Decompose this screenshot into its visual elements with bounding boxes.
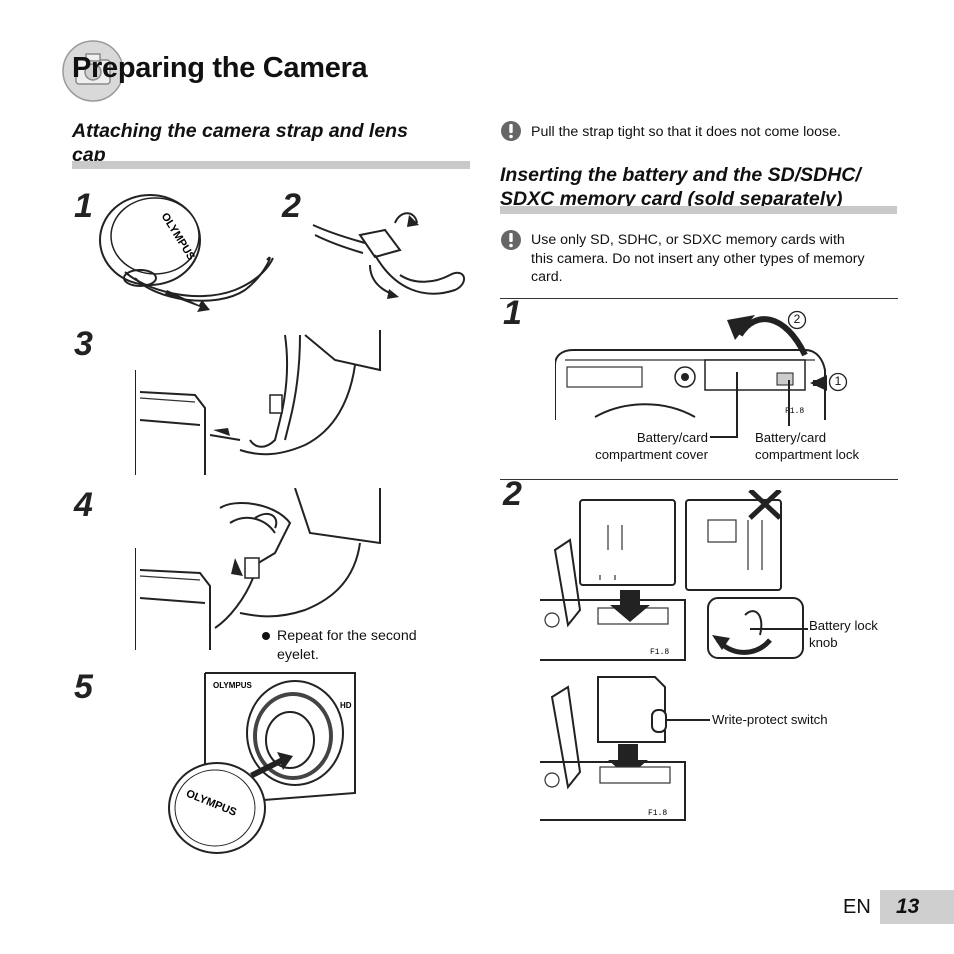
label-line: knob (809, 635, 838, 650)
caution-icon (501, 230, 521, 250)
lock-label: Battery/card compartment lock (755, 429, 895, 463)
heading-rule (500, 206, 897, 214)
bullet-dot (262, 632, 270, 640)
lens-cap-attach-illustration: OLYMPUS HD OLYMPUS (168, 672, 356, 854)
language-code: EN (843, 896, 871, 918)
heading-rule (72, 161, 470, 169)
leader-line (788, 380, 790, 426)
caution-icon (501, 121, 521, 141)
heading-line: cap (72, 144, 106, 166)
battery-insert-illustration: F1.8 (540, 490, 804, 661)
camera-section-icon (62, 40, 124, 102)
label-line: compartment cover (595, 447, 708, 462)
note-line: eyelet. (277, 646, 319, 663)
step-number: 2 (282, 187, 301, 225)
step-divider (500, 479, 898, 480)
callout-1: 1 (834, 374, 842, 388)
knob-label: Battery lock knob (809, 617, 909, 651)
leader-line (666, 719, 710, 721)
step-number: 5 (74, 668, 93, 706)
note-line: Repeat for the second (277, 628, 417, 644)
step-number: 4 (74, 486, 93, 524)
note-line: Use only SD, SDHC, or SDXC memory cards … (531, 232, 845, 248)
circled-number-1-icon (828, 372, 848, 392)
heading-line: Inserting the battery and the SD/SDHC/ (500, 164, 861, 186)
label-line: compartment lock (755, 447, 860, 462)
page-title: Preparing the Camera (72, 52, 368, 84)
svg-text:F1.8: F1.8 (785, 407, 804, 416)
camera-strap-second-eyelet-illustration (135, 488, 381, 650)
lens-cap-strap-illustration: OLYMPUS (99, 194, 274, 312)
label-line: Battery/card (636, 430, 708, 445)
note-line: this camera. Do not insert any other typ… (531, 250, 865, 267)
step-number: 1 (74, 187, 93, 225)
step-number: 2 (503, 475, 522, 513)
strap-loop-illustration (312, 212, 465, 299)
note-line: card. (531, 269, 563, 285)
camera-brand: OLYMPUS (213, 681, 252, 690)
heading-line: SDXC memory card (sold separately) (500, 188, 843, 210)
hd-mark: HD (340, 701, 352, 710)
section-heading-strap: Attaching the camera strap and lens cap (72, 119, 467, 167)
repeat-note: Repeat for the second eyelet. (277, 627, 447, 664)
callout-2: 2 (793, 312, 801, 326)
page-number: 13 (896, 895, 920, 918)
circled-number-2-icon (787, 310, 807, 330)
step-number: 1 (503, 294, 522, 332)
label-line: Battery lock (809, 618, 878, 633)
svg-text:F1.8: F1.8 (648, 809, 667, 818)
leader-line (750, 628, 808, 630)
strap-caution-text: Pull the strap tight so that it does not… (531, 124, 841, 140)
cover-label: Battery/card compartment cover (586, 429, 708, 463)
svg-text:F1.8: F1.8 (650, 648, 669, 657)
write-protect-label: Write-protect switch (712, 712, 828, 727)
step-divider (500, 298, 898, 299)
leader-line (736, 372, 738, 438)
card-caution-text: Use only SD, SDHC, or SDXC memory cards … (531, 231, 901, 287)
page-number-box (880, 890, 954, 924)
battery-cover-open-illustration: F1.8 (555, 315, 827, 420)
section-heading-battery: Inserting the battery and the SD/SDHC/ S… (500, 163, 920, 211)
heading-line: Attaching the camera strap and lens (72, 120, 408, 142)
camera-strap-attach-illustration (135, 330, 381, 475)
memory-card-insert-illustration: F1.8 (540, 676, 686, 821)
step-number: 3 (74, 325, 93, 363)
label-line: Battery/card (755, 430, 827, 445)
leader-line (710, 436, 738, 438)
